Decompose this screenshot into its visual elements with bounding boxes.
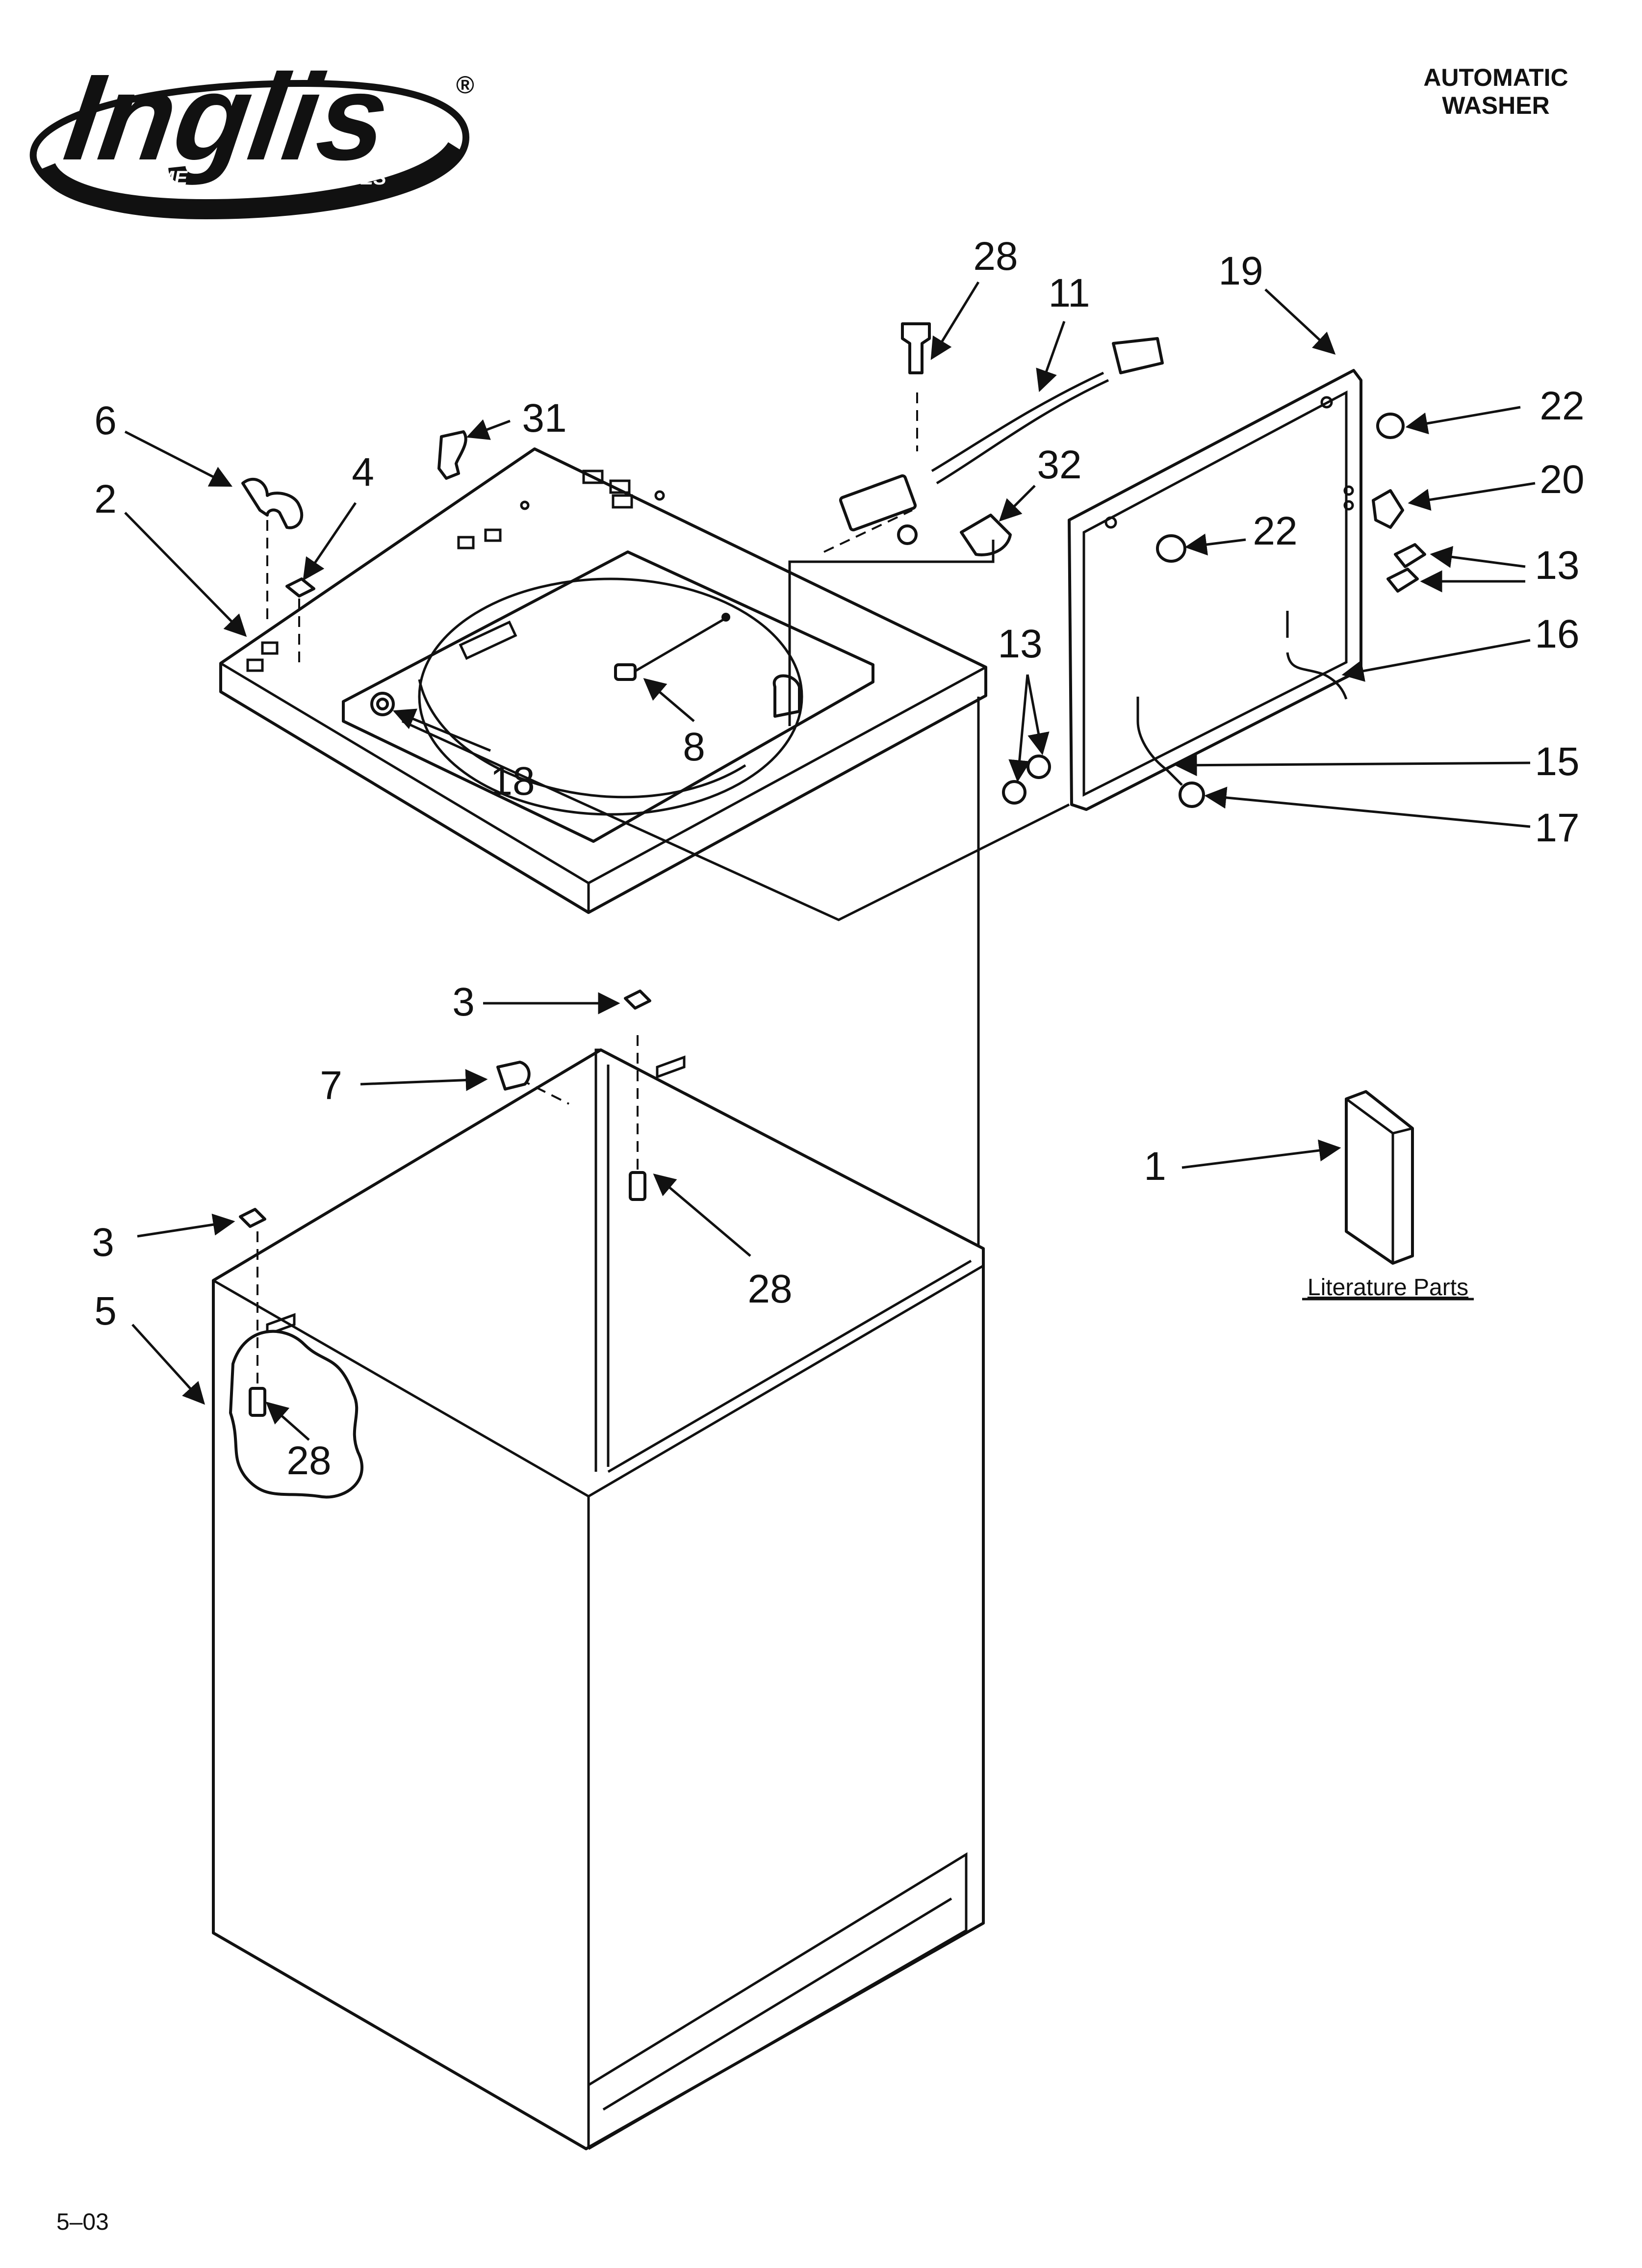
literature-label: Literature Parts	[1308, 1275, 1468, 1301]
cabinet	[212, 1035, 985, 2150]
hinge-screw	[614, 613, 730, 681]
callout-6: 6	[94, 398, 117, 443]
callout-13-upper: 13	[1535, 543, 1579, 588]
callout-3-side: 3	[92, 1220, 114, 1265]
callout-20: 20	[1539, 457, 1584, 502]
callout-17: 17	[1535, 806, 1579, 850]
header-line-washer: WASHER	[1442, 92, 1549, 119]
frame-screw-upper	[1286, 543, 1426, 638]
callout-4: 4	[352, 450, 374, 495]
callout-22-upper: 22	[1539, 384, 1584, 428]
frame-bumper-lower	[1156, 534, 1186, 563]
callout-31: 31	[522, 396, 566, 441]
callout-labels: 6 2 4 31 28 11 32 19 22 20 22 13 16 13 1…	[92, 234, 1584, 1483]
cabinet-clip-side	[239, 1208, 266, 1228]
callout-28-harness: 28	[973, 234, 1018, 279]
brand-name: Inglis	[57, 49, 397, 186]
frame-screw-lower	[1002, 755, 1051, 805]
callout-15: 15	[1535, 739, 1579, 784]
inglis-logo: Inglis ® HOME APPLIANCES	[29, 49, 474, 220]
cabinet-screw-top	[629, 1171, 646, 1201]
callout-28-cabinet: 28	[747, 1267, 792, 1311]
callout-7: 7	[320, 1063, 342, 1108]
cabinet-bumper	[496, 1061, 531, 1091]
top-panel	[219, 447, 987, 914]
frame-hinge	[1372, 489, 1404, 529]
callout-28-side: 28	[286, 1438, 331, 1483]
callout-3-top: 3	[452, 980, 475, 1024]
hose-clip	[241, 477, 304, 623]
frame-bumper-upper	[1376, 413, 1405, 439]
callout-16: 16	[1535, 612, 1579, 656]
clip-nut	[285, 577, 315, 662]
lid-frame	[1068, 369, 1362, 811]
callout-19: 19	[1218, 249, 1263, 293]
hinge-rod-lower	[1136, 697, 1183, 786]
callout-22-lower: 22	[1253, 509, 1297, 553]
brand-tagline-appliances: APPLIANCES	[259, 167, 386, 189]
header-line-automatic: AUTOMATIC	[1423, 64, 1568, 91]
callout-18: 18	[490, 759, 535, 804]
callout-32: 32	[1037, 443, 1081, 487]
fill-nozzle	[370, 692, 395, 716]
callout-11: 11	[1048, 271, 1090, 315]
cabinet-clip-top	[624, 990, 651, 1010]
callout-8: 8	[683, 725, 705, 769]
callout-5: 5	[94, 1289, 117, 1333]
rod-end-cap	[1179, 782, 1205, 808]
harness-clip	[437, 430, 467, 480]
callout-2: 2	[94, 477, 117, 521]
cabinet-screw-side	[249, 1387, 266, 1417]
brand-tagline-home: HOME	[128, 167, 188, 189]
registered-mark: ®	[456, 71, 474, 99]
lid-switch-harness	[788, 322, 1164, 726]
literature-parts: Literature Parts	[1302, 1090, 1474, 1301]
callout-13-lower: 13	[998, 622, 1042, 666]
callout-arrows	[124, 281, 1536, 1441]
hinge-rod-upper	[1286, 652, 1348, 700]
footer-code: 5–03	[56, 2209, 109, 2235]
callout-1: 1	[1144, 1144, 1166, 1189]
